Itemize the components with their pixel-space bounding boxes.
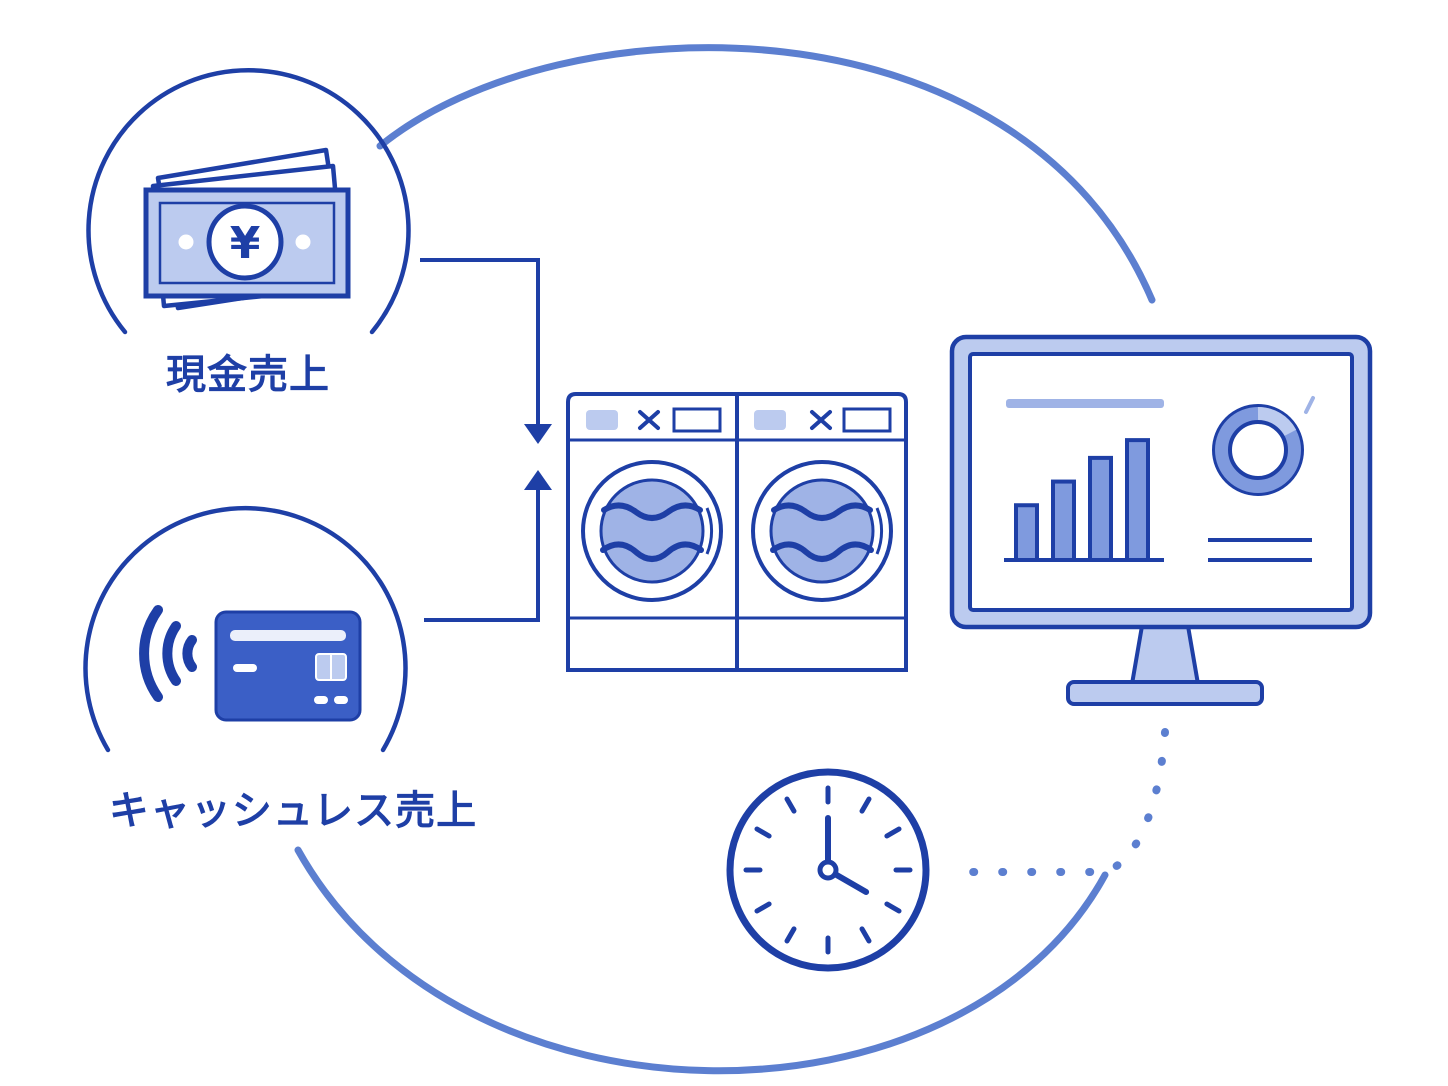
cash-sales-group: ¥ [86,68,411,335]
clock-tick [784,796,797,814]
cashless-connector-line [424,486,540,622]
clock-tick [884,826,902,839]
clock-tick [754,826,772,839]
washing-machine-right [751,407,893,602]
dashboard-bar [1088,455,1113,563]
cycle-arc-bottom [294,846,1109,1075]
cashless-sales-group [83,505,408,753]
dashboard-bar [1125,438,1150,562]
cycle-dotted-connector [946,728,1169,876]
donut-chart-icon [1212,396,1315,496]
clock-tick [884,901,902,914]
monitor-screen [968,352,1354,612]
bar-chart-icon [1014,438,1150,563]
monitor-dashboard-icon [949,334,1373,706]
yen-symbol: ¥ [230,218,261,269]
arrow-up-icon [524,470,552,490]
clock-icon [726,768,930,972]
cashless-sales-label: キャッシュレス売上 [108,788,478,834]
clock-tick [784,926,797,944]
monitor-stand [1130,624,1200,686]
cash-sales-label: 現金売上 [166,352,330,398]
dashboard-bar [1051,479,1076,562]
arrow-down-icon [524,424,552,444]
clock-tick [859,796,872,814]
washing-machine-left [581,407,723,602]
banknote-icon: ¥ [143,147,351,311]
washing-machines-icon [566,392,908,672]
dashboard-bar [1014,503,1039,562]
credit-card-icon [214,610,362,722]
cycle-arc-top [376,44,1156,304]
dashboard-header-bar [1006,399,1164,408]
cash-connector-line [420,258,540,428]
clock-tick [859,926,872,944]
cash-sales-arc [86,68,411,335]
cashless-sales-arc [83,505,408,753]
flow-connectors [420,258,552,622]
contactless-signal-icon [139,605,197,702]
clock-tick [754,901,772,914]
monitor-base [1066,680,1264,706]
